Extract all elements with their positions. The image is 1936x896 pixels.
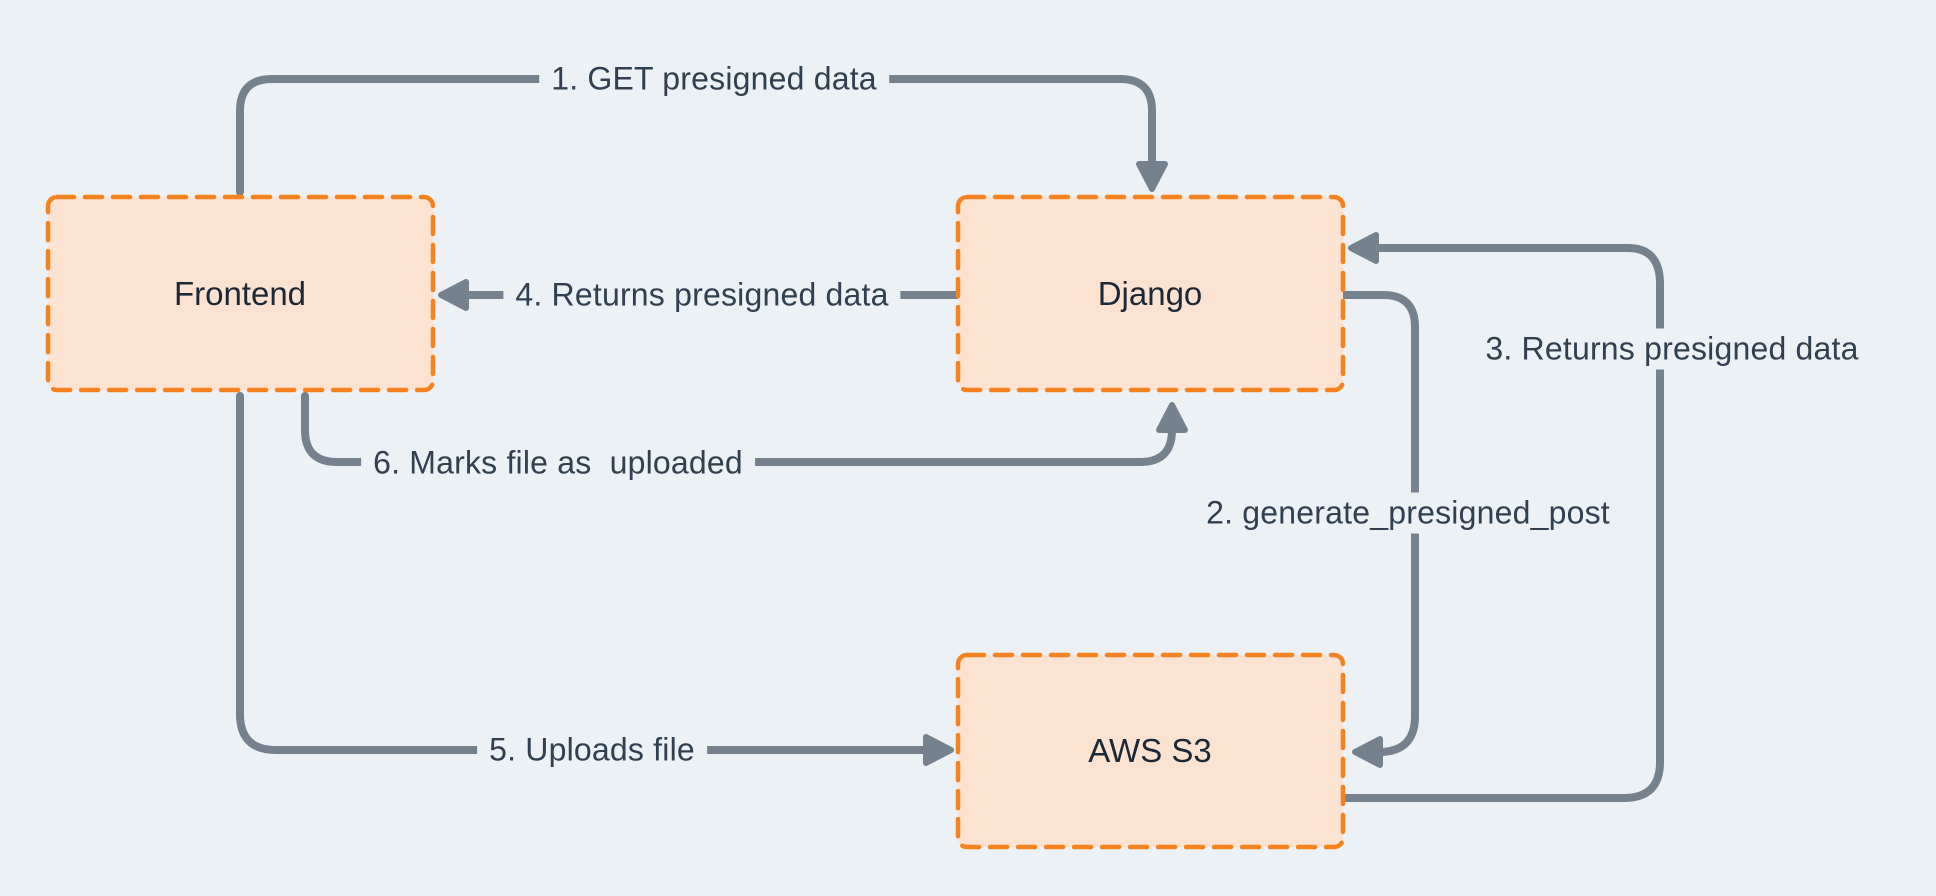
arrow-label-3: 3. Returns presigned data	[1473, 328, 1871, 370]
arrow-label-6: 6. Marks file as uploaded	[361, 442, 755, 484]
arrow-3-line	[1343, 244, 1664, 802]
node-label-django: Django	[1097, 275, 1203, 312]
node-label-frontend: Frontend	[173, 275, 307, 312]
node-label-aws-s3: AWS S3	[1088, 732, 1212, 769]
arrow-2-head	[1352, 736, 1383, 768]
arrow-4-head	[438, 279, 469, 311]
arrow-5-line	[236, 392, 928, 754]
arrow-label-4: 4. Returns presigned data	[503, 274, 901, 316]
django-box	[955, 194, 1346, 393]
arrow-6-head	[1156, 402, 1188, 433]
frontend-box	[45, 194, 436, 393]
arrow-label-2: 2. generate_presigned_post	[1194, 492, 1622, 534]
arrow-5-head	[923, 734, 954, 766]
arrow-label-5: 5. Uploads file	[477, 729, 707, 771]
arrow-2-line	[1341, 291, 1419, 756]
aws-s3-box	[955, 652, 1346, 850]
arrow-3-head	[1348, 232, 1379, 264]
arrow-1-head	[1136, 161, 1168, 192]
arrow-label-1: 1. GET presigned data	[539, 58, 889, 100]
